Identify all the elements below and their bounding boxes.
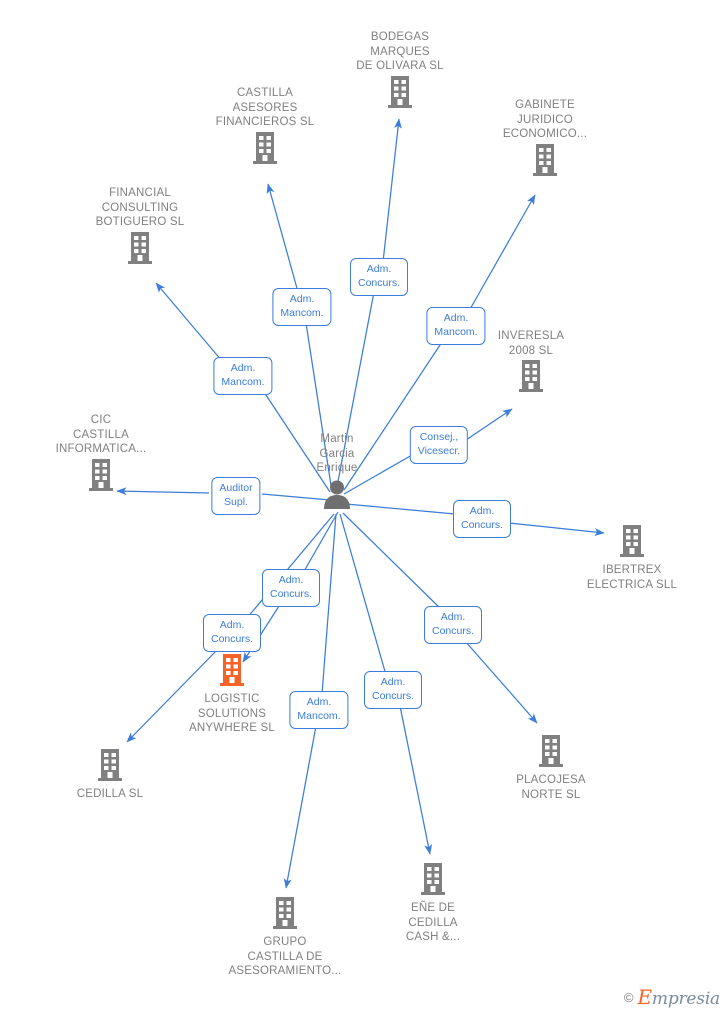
edge-center-to-placojesa-lower [464,640,538,724]
node-logistic-solutions[interactable]: LOGISTIC SOLUTIONS ANYWHERE SL [152,652,312,736]
node-ene-de-cedilla[interactable]: EÑE DE CEDILLA CASH &... [353,861,513,945]
edge-center-to-ene-upper [339,513,387,676]
node-label: CIC CASTILLA INFORMATICA... [55,414,147,456]
edge-center-to-cic-left [116,487,210,496]
node-label: IBERTREX ELECTRICA SLL [586,564,678,591]
node-label: GRUPO CASTILLA DE ASESORAMIENTO... [228,936,342,978]
edge-center-to-castilla-upper [266,183,299,293]
node-label: EÑE DE CEDILLA CASH &... [405,902,461,944]
edge-center-to-financial-upper [155,282,223,362]
node-label: CASTILLA ASESORES FINANCIEROS SL [215,87,315,129]
edge-label-grupo[interactable]: Adm. Mancom. [289,691,349,729]
building-icon [421,863,445,895]
edge-label-placojesa[interactable]: Adm. Concurs. [423,606,483,644]
node-center-person[interactable]: Martin Garcia Enrique [277,432,397,509]
edge-center-to-grupo-lower [283,725,317,889]
edge-center-to-bodegas-upper [382,118,402,263]
node-label: PLACOJESA NORTE SL [516,774,586,801]
building-icon [388,75,412,108]
edge-label-ibertrex[interactable]: Adm. Concurs. [452,500,512,538]
node-cic-castilla[interactable]: CIC CASTILLA INFORMATICA... [21,413,181,493]
edge-label-logistic[interactable]: Adm. Concurs. [261,569,321,607]
building-icon [539,735,563,767]
node-label: INVERESLA 2008 SL [497,330,565,357]
building-icon [533,143,557,176]
watermark-empresia: © Empresia [624,985,720,1009]
building-icon [620,525,644,557]
building-icon [273,897,297,929]
building-icon [128,231,152,264]
edge-center-to-ibertrex-left [345,503,456,515]
edge-label-ene[interactable]: Adm. Concurs. [363,671,423,709]
edge-label-gabinete[interactable]: Adm. Mancom. [426,307,486,345]
edge-center-to-castilla-lower [305,322,333,493]
center-person-label: Martin Garcia Enrique [316,433,358,475]
edge-label-inveresla[interactable]: Consej., Vicesecr. [409,426,469,464]
edge-center-to-cic-right [261,493,331,501]
edge-center-to-inveresla-upper [465,408,513,441]
edge-label-cic[interactable]: Auditor Supl. [211,477,261,515]
building-icon [89,458,113,491]
building-icon [220,654,244,686]
node-gabinete-juridico[interactable]: GABINETE JURIDICO ECONOMICO... [465,98,625,178]
edge-center-to-gabinete-lower [343,341,443,491]
node-castilla-asesores[interactable]: CASTILLA ASESORES FINANCIEROS SL [185,86,345,166]
node-financial-consulting[interactable]: FINANCIAL CONSULTING BOTIGUERO SL [60,186,220,266]
edge-center-to-ene-lower [399,705,433,855]
node-label: LOGISTIC SOLUTIONS ANYWHERE SL [189,693,275,735]
edge-center-to-placojesa-upper [342,512,443,611]
building-icon [253,131,277,164]
edge-label-cedilla[interactable]: Adm. Concurs. [202,614,262,652]
node-bodegas[interactable]: BODEGAS MARQUES DE OLIVARA SL [320,30,480,110]
brand-name: Empresia [638,985,721,1009]
node-cedilla[interactable]: CEDILLA SL [30,747,190,802]
node-label: FINANCIAL CONSULTING BOTIGUERO SL [95,187,185,229]
node-label: BODEGAS MARQUES DE OLIVARA SL [356,31,444,73]
edge-label-bodegas[interactable]: Adm. Concurs. [349,258,409,296]
edge-label-castilla[interactable]: Adm. Mancom. [272,288,332,326]
edge-center-to-cedilla-upper [246,513,335,619]
edge-center-to-financial-lower [263,391,331,493]
person-icon [324,480,350,509]
node-label: GABINETE JURIDICO ECONOMICO... [502,99,588,141]
edge-center-to-gabinete-upper [468,194,536,312]
edge-center-to-cedilla-lower [126,647,220,743]
building-icon [98,749,122,781]
edge-center-to-logistic-lower [242,602,282,663]
edge-center-to-bodegas-lower [335,291,375,493]
copyright-symbol: © [623,989,634,1005]
node-ibertrex[interactable]: IBERTREX ELECTRICA SLL [552,523,712,592]
edge-center-to-ibertrex-right [508,522,605,536]
edge-center-to-grupo-upper [321,513,337,695]
building-icon [519,360,543,393]
edge-center-to-logistic-upper [302,511,339,574]
edge-center-to-inveresla-lower [343,454,413,495]
brand-initial: E [637,985,653,1009]
node-label: CEDILLA SL [76,788,144,800]
node-inveresla[interactable]: INVERESLA 2008 SL [451,329,611,394]
node-placojesa[interactable]: PLACOJESA NORTE SL [471,733,631,802]
brand-rest: mpresia [651,989,720,1009]
edge-label-financial[interactable]: Adm. Mancom. [213,357,273,395]
node-grupo-castilla[interactable]: GRUPO CASTILLA DE ASESORAMIENTO... [205,895,365,979]
